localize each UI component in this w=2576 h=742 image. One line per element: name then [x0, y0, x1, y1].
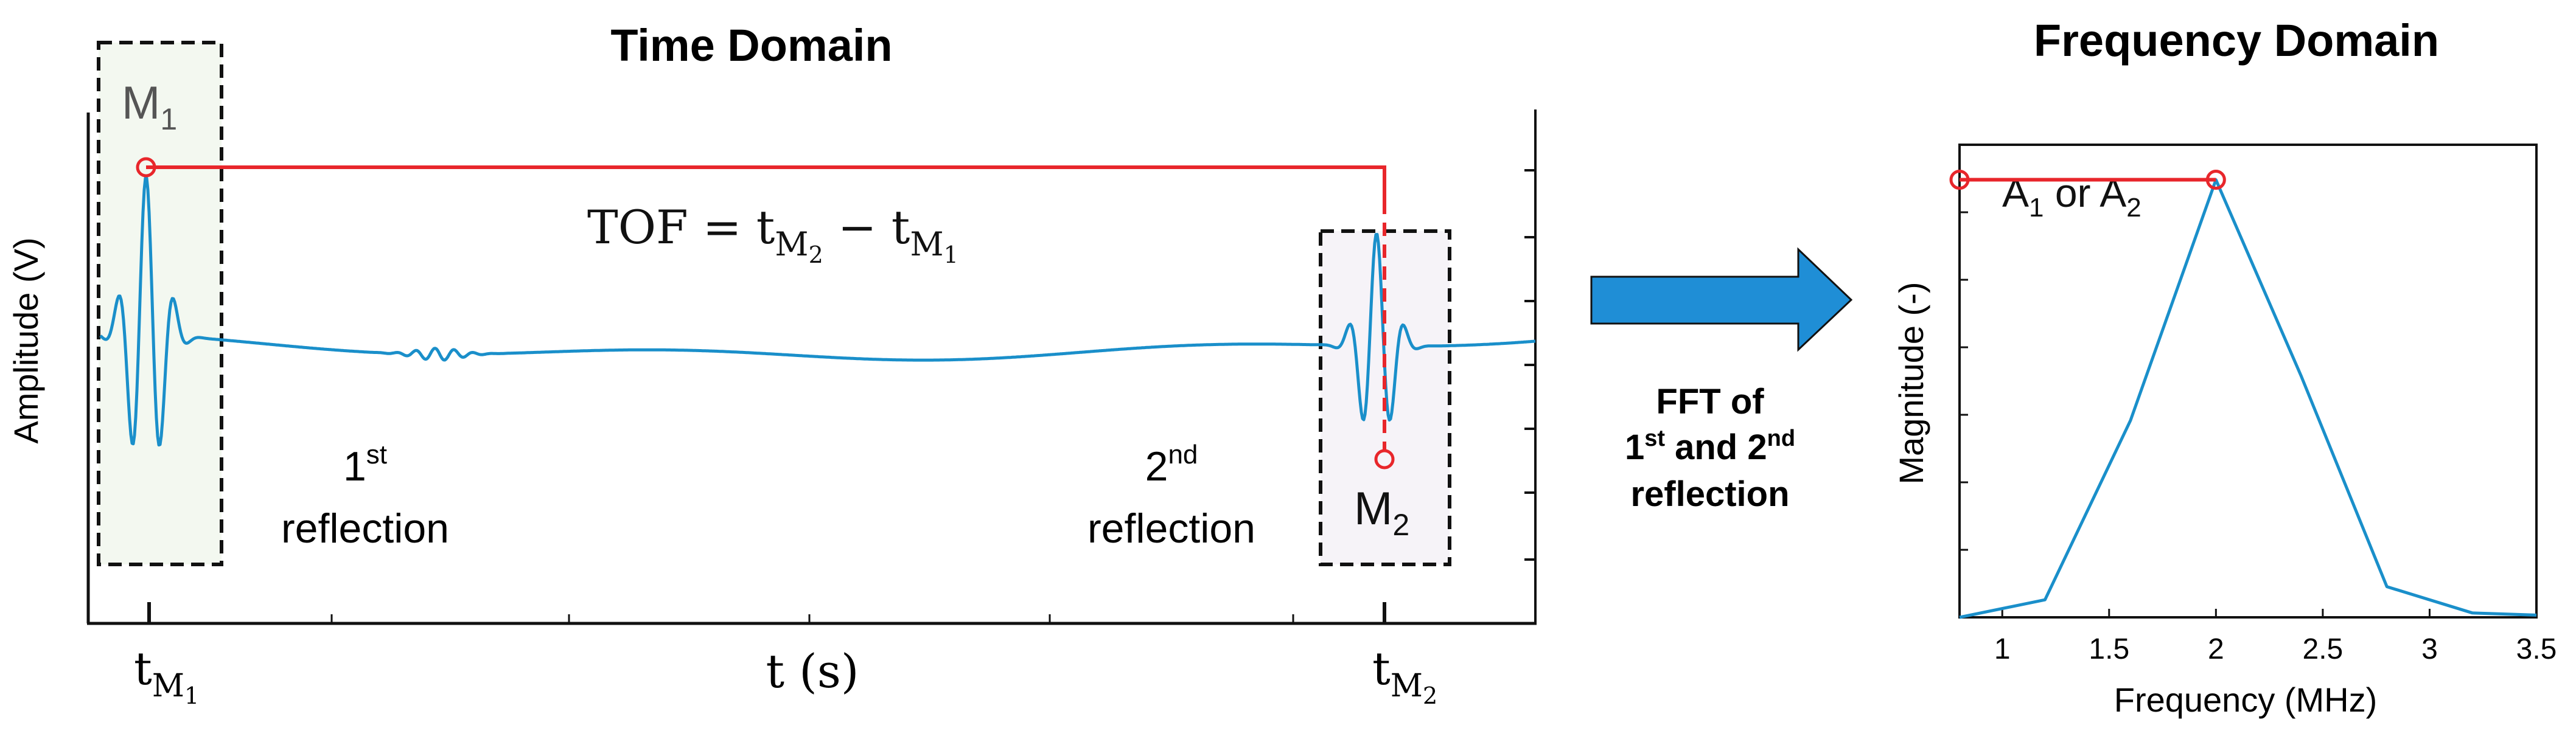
frequency-x-tick-label: 3 [2421, 633, 2438, 665]
first-reflection-box [97, 41, 223, 566]
reflection2-word: reflection [1087, 505, 1255, 552]
peak-start-circle [1949, 170, 1970, 190]
frequency-x-tick-label: 2.5 [2303, 633, 2344, 665]
marker-m2-label: M2 [1354, 483, 1409, 542]
peak-circle [2205, 170, 2226, 190]
time-xlabel: t (s) [766, 644, 859, 698]
tof-line [146, 165, 1386, 201]
frequency-title: Frequency Domain [2034, 15, 2439, 66]
frequency-x-tick-label: 1.5 [2089, 633, 2129, 665]
tick-tm2: tM2 [1372, 643, 1437, 709]
time-right-ticks [1524, 169, 1535, 561]
marker-m1-label: M1 [122, 77, 177, 136]
reflection1-word: reflection [281, 505, 449, 552]
frequency-chart: Frequency Domain Frequency (MHz) Magnitu… [1892, 15, 2557, 719]
marker-m2-circle [1374, 449, 1395, 470]
marker-m1-circle [136, 157, 156, 178]
fft-arrow-group: FFT of 1st and 2nd reflection [1590, 247, 1853, 514]
time-bottom-ticks [147, 602, 1386, 623]
reflection1-number: 1st [343, 440, 387, 490]
tof-formula: TOF = tM2 − tM1 [587, 200, 958, 268]
frequency-xlabel: Frequency (MHz) [2114, 681, 2378, 719]
frequency-ylabel: Magnitude (-) [1892, 282, 1930, 484]
frequency-plot-frame [1958, 144, 2538, 619]
fft-label-line1: FFT of [1656, 382, 1764, 421]
amplitude-annotation: A1 or A2 [2002, 170, 2141, 223]
time-domain-title: Time Domain [610, 20, 892, 71]
frequency-x-tick-label: 1 [1994, 633, 2011, 665]
fft-arrow [1590, 247, 1853, 352]
frequency-x-tick-label: 2 [2208, 633, 2224, 665]
frequency-series-line [1959, 178, 2537, 619]
fft-label-line2: 1st and 2nd [1625, 426, 1795, 467]
reflection2-number: 2nd [1145, 440, 1198, 490]
time-domain-panel: Time Domain M1 M2 TOF = tM2 − tM1 1st re… [7, 20, 1537, 709]
fft-label-line3: reflection [1630, 474, 1789, 514]
tick-tm1: tM1 [134, 643, 199, 709]
frequency-x-tick-label: 3.5 [2516, 633, 2557, 665]
time-ylabel: Amplitude (V) [7, 237, 45, 443]
time-signal-line [99, 176, 1536, 447]
